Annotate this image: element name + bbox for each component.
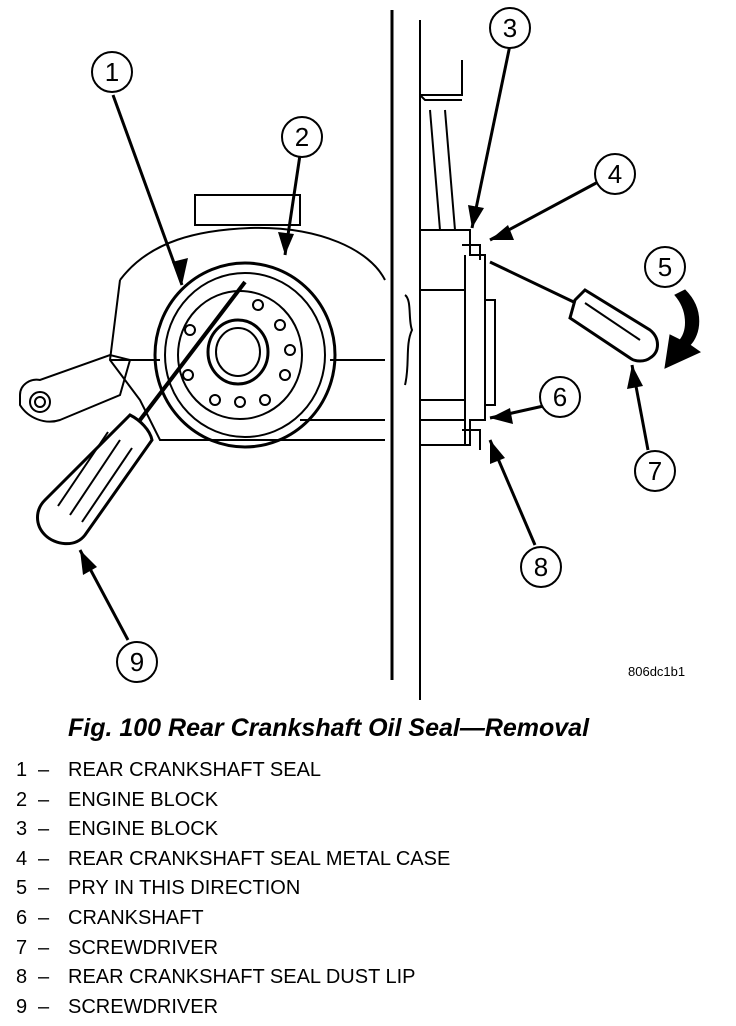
callout-6: 6 [539,376,581,418]
callout-3: 3 [489,7,531,49]
callout-4: 4 [594,153,636,195]
legend-item: 5–PRY IN THIS DIRECTION [16,877,301,900]
screwdriver-left [36,280,247,546]
leader-arrowheads [80,205,643,575]
seal-cross-section [404,20,496,700]
svg-text:3: 3 [503,13,517,43]
callout-1: 1 [91,51,133,93]
figure-code: 806dc1b1 [628,664,686,679]
svg-text:5: 5 [658,252,672,282]
legend-item: 2–ENGINE BLOCK [16,788,219,811]
crankshaft-flange [153,261,337,449]
svg-text:8: 8 [534,552,548,582]
svg-text:7: 7 [648,456,662,486]
figure-caption: Fig. 100 Rear Crankshaft Oil Seal—Remova… [68,714,590,742]
legend-item: 7–SCREWDRIVER [16,936,219,959]
legend-item: 1–REAR CRANKSHAFT SEAL [16,759,322,781]
svg-text:9: 9 [130,647,144,677]
legend-item: 9–SCREWDRIVER [16,995,219,1018]
callout-7: 7 [634,450,676,492]
screwdriver-right [489,260,659,363]
callout-2: 2 [281,116,323,158]
svg-text:4: 4 [608,159,622,189]
svg-text:6: 6 [553,382,567,412]
legend-item: 6–CRANKSHAFT [16,906,204,929]
svg-text:2: 2 [295,122,309,152]
engine-block-rear-view [19,194,386,441]
legend-list: 1–REAR CRANKSHAFT SEAL 2–ENGINE BLOCK 3–… [16,757,450,1023]
legend-item: 3–ENGINE BLOCK [16,818,219,841]
callout-5: 5 [644,246,686,288]
legend-item: 8–REAR CRANKSHAFT SEAL DUST LIP [16,966,416,989]
pry-direction-arrow [664,289,702,369]
legend-item: 4–REAR CRANKSHAFT SEAL METAL CASE [16,847,451,870]
svg-text:1: 1 [105,57,119,87]
callout-9: 9 [116,641,158,683]
callout-8: 8 [520,546,562,588]
seal-removal-illustration: 1 2 3 4 5 6 7 8 9 [19,7,702,700]
